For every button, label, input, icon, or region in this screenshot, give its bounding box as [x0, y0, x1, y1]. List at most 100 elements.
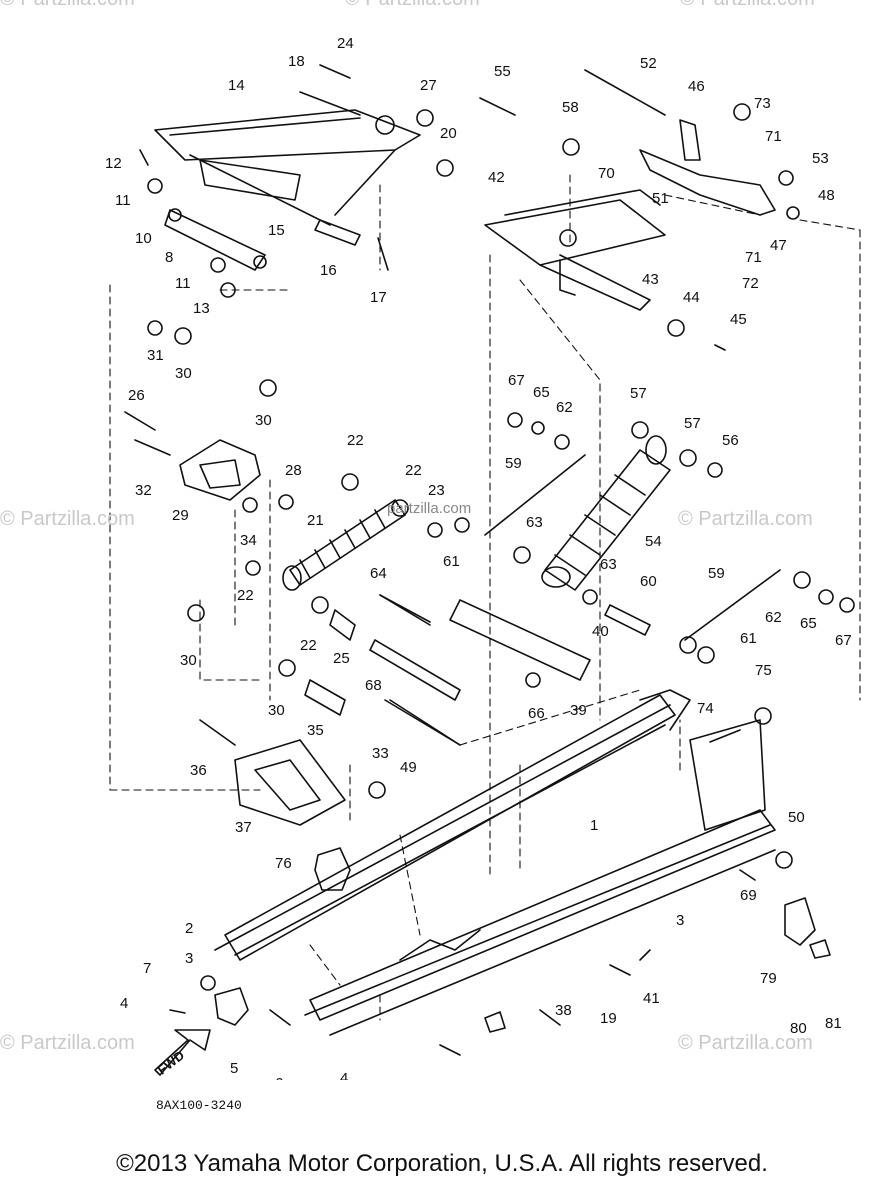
callout-55: 55	[494, 63, 511, 80]
callout-1: 1	[590, 817, 598, 834]
callout-23: 23	[428, 482, 445, 499]
callout-labels: 24 18 14 27 20 12 11 10 8 15 16 17 11 13…	[105, 35, 852, 1080]
watermark: © Partzilla.com	[680, 0, 815, 11]
callout-35: 35	[307, 722, 324, 739]
callout-71-b: 71	[745, 249, 762, 266]
front-shock-absorber	[282, 499, 409, 591]
callout-43: 43	[642, 271, 659, 288]
callout-12: 12	[105, 155, 122, 172]
callout-64: 64	[370, 565, 387, 582]
callout-58: 58	[562, 99, 579, 116]
callout-44: 44	[683, 289, 700, 306]
callout-50: 50	[788, 809, 805, 826]
callout-62-b: 62	[765, 609, 782, 626]
callout-27: 27	[420, 77, 437, 94]
callout-70: 70	[598, 165, 615, 182]
callout-52: 52	[640, 55, 657, 72]
callout-33: 33	[372, 745, 389, 762]
callout-17: 17	[370, 289, 387, 306]
callout-59-a: 59	[505, 455, 522, 472]
slider-parts	[154, 847, 831, 1076]
callout-8: 8	[165, 249, 173, 266]
front-arm-assembly	[154, 91, 421, 271]
callout-11-top: 11	[115, 192, 131, 209]
callout-2: 2	[185, 920, 193, 937]
callout-66: 66	[528, 705, 545, 722]
callout-36: 36	[190, 762, 207, 779]
callout-49: 49	[400, 759, 417, 776]
callout-24: 24	[337, 35, 354, 52]
callout-40: 40	[592, 623, 609, 640]
callout-59-b: 59	[708, 565, 725, 582]
callout-41: 41	[643, 990, 660, 1007]
slide-rails	[214, 689, 776, 1036]
watermark-mid: partzilla.com	[387, 500, 472, 517]
callout-73: 73	[754, 95, 771, 112]
callout-75: 75	[755, 662, 772, 679]
callout-67-a: 67	[508, 372, 525, 389]
watermark: © Partzilla.com	[0, 0, 135, 11]
callout-68: 68	[365, 677, 382, 694]
callout-69: 69	[740, 887, 757, 904]
callout-11-bottom: 11	[175, 275, 191, 292]
exploded-parts-diagram: 24 18 14 27 20 12 11 10 8 15 16 17 11 13…	[105, 35, 861, 1080]
callout-47: 47	[770, 237, 787, 254]
callout-3-left: 3	[185, 950, 193, 967]
callout-30-c: 30	[180, 652, 197, 669]
callout-65-b: 65	[800, 615, 817, 632]
callout-54: 54	[645, 533, 662, 550]
callout-4-a: 4	[120, 995, 128, 1012]
copyright-notice: ©2013 Yamaha Motor Corporation, U.S.A. A…	[116, 1150, 768, 1177]
callout-76: 76	[275, 855, 292, 872]
callout-56: 56	[722, 432, 739, 449]
callout-3-right: 3	[676, 912, 684, 929]
reference-lines	[109, 174, 861, 1021]
callout-61-b: 61	[740, 630, 757, 647]
watermark: © Partzilla.com	[345, 0, 480, 11]
callout-10: 10	[135, 230, 152, 247]
callout-42: 42	[488, 169, 505, 186]
callout-30-b: 30	[255, 412, 272, 429]
callout-7: 7	[143, 960, 151, 977]
callout-28: 28	[285, 462, 302, 479]
bolts	[124, 64, 756, 1056]
callout-6: 6	[275, 1075, 283, 1080]
callout-60: 60	[640, 573, 657, 590]
callout-30-a: 30	[175, 365, 192, 382]
callout-72: 72	[742, 275, 759, 292]
callout-4-b: 4	[340, 1070, 348, 1080]
callout-19: 19	[600, 1010, 617, 1027]
callout-74: 74	[697, 700, 714, 717]
nuts-and-bushings	[147, 103, 855, 991]
callout-79: 79	[760, 970, 777, 987]
callout-22-b: 22	[347, 432, 364, 449]
callout-15: 15	[268, 222, 285, 239]
callout-67-b: 67	[835, 632, 852, 649]
rear-arm-assembly	[484, 69, 776, 311]
callout-80: 80	[790, 1020, 807, 1037]
callout-31: 31	[147, 347, 164, 364]
watermark: © Partzilla.com	[678, 508, 813, 530]
callout-63-b: 63	[600, 556, 617, 573]
callout-5: 5	[230, 1060, 238, 1077]
callout-38: 38	[555, 1002, 572, 1019]
callout-37: 37	[235, 819, 252, 836]
callout-39: 39	[570, 702, 587, 719]
callout-48: 48	[818, 187, 835, 204]
callout-29: 29	[172, 507, 189, 524]
callout-65-a: 65	[533, 384, 550, 401]
link-brackets	[179, 439, 346, 826]
callout-22-d: 22	[300, 637, 317, 654]
callout-57-a: 57	[630, 385, 647, 402]
callout-26: 26	[128, 387, 145, 404]
watermark: © Partzilla.com	[0, 1032, 135, 1054]
callout-46: 46	[688, 78, 705, 95]
callout-32: 32	[135, 482, 152, 499]
callout-71-a: 71	[765, 128, 782, 145]
callout-16: 16	[320, 262, 337, 279]
callout-22-a: 22	[237, 587, 254, 604]
callout-18: 18	[288, 53, 305, 70]
callout-45: 45	[730, 311, 747, 328]
callout-30-d: 30	[268, 702, 285, 719]
callout-22-c: 22	[405, 462, 422, 479]
